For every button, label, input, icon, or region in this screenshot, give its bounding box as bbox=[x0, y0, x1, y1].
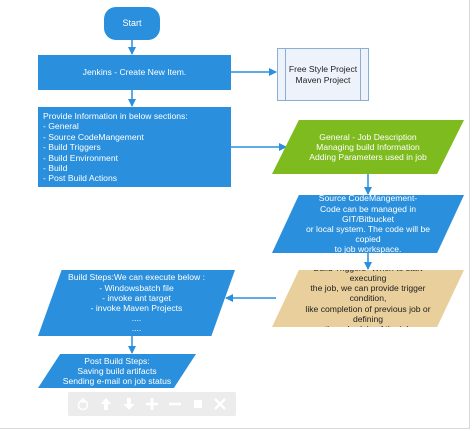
arrow-down-icon[interactable] bbox=[121, 396, 137, 412]
general-line: General - Job Description bbox=[319, 131, 417, 142]
hand-icon[interactable] bbox=[75, 396, 91, 412]
create-item-label: Jenkins - Create New Item. bbox=[82, 67, 187, 78]
info-item-environment: - Build Environment bbox=[43, 152, 118, 163]
arrow-up-icon[interactable] bbox=[98, 396, 114, 412]
info-item-post-build: - Post Build Actions bbox=[43, 173, 118, 184]
info-item-build: - Build bbox=[43, 163, 68, 174]
post-build-line: Sending e-mail on job status bbox=[62, 376, 172, 387]
build-steps-node: Build Steps:We can execute below : - Win… bbox=[38, 270, 235, 336]
project-types-node: Free Style Project Maven Project bbox=[277, 48, 369, 101]
build-triggers-node: Build Triggers- When to start executing … bbox=[272, 270, 464, 327]
scm-node: Source CodeMangement- Code can be manage… bbox=[272, 195, 464, 253]
triggers-line: like completion of previous job or defin… bbox=[305, 303, 431, 324]
build-steps-line: - Windowsbatch file bbox=[99, 282, 174, 293]
general-line: Adding Parameters used in job bbox=[309, 152, 427, 163]
triggers-line: the job, we can provide trigger conditio… bbox=[310, 283, 426, 304]
stop-icon[interactable] bbox=[190, 396, 206, 412]
post-build-line: Saving build artifacts bbox=[77, 365, 157, 376]
start-node: Start bbox=[104, 7, 160, 40]
scm-line: or local system. The code will be copied bbox=[305, 224, 431, 245]
general-line: Managing build Information bbox=[316, 141, 420, 152]
general-node: General - Job Description Managing build… bbox=[272, 120, 464, 174]
build-steps-line: - invoke Maven Projects bbox=[90, 303, 183, 313]
close-icon[interactable] bbox=[212, 396, 228, 412]
scm-line: to job workspace. bbox=[334, 244, 402, 255]
build-steps-line: - invoke ant target bbox=[102, 292, 171, 303]
triggers-line: Build Triggers- When to start executing bbox=[313, 262, 423, 283]
info-item-triggers: - Build Triggers bbox=[43, 142, 101, 153]
start-label: Start bbox=[122, 18, 142, 29]
info-item-scm: - Source CodeMangement bbox=[43, 131, 144, 142]
triggers-line: the schedule of the job bbox=[324, 324, 412, 335]
build-steps-line: .... bbox=[131, 323, 142, 334]
build-steps-line: .... bbox=[131, 313, 142, 324]
zoom-toolbar bbox=[68, 392, 236, 416]
project-type-freestyle: Free Style Project bbox=[288, 64, 358, 75]
minus-icon[interactable] bbox=[167, 396, 183, 412]
create-item-node: Jenkins - Create New Item. bbox=[38, 55, 231, 90]
plus-icon[interactable] bbox=[144, 396, 160, 412]
scm-line: Code can be managed in GIT/Bitbucket bbox=[319, 203, 417, 224]
scm-line: Source CodeMangement- bbox=[318, 193, 418, 204]
info-heading: Provide Information in below sections: bbox=[43, 111, 188, 121]
build-steps-line: Build Steps:We can execute below : bbox=[68, 272, 205, 283]
info-item-general: - General bbox=[43, 121, 79, 132]
project-type-maven: Maven Project bbox=[295, 74, 351, 85]
post-build-node: Post Build Steps: Saving build artifacts… bbox=[38, 354, 196, 388]
info-sections-node: Provide Information in below sections: -… bbox=[38, 107, 231, 187]
post-build-line: Post Build Steps: bbox=[84, 355, 150, 366]
